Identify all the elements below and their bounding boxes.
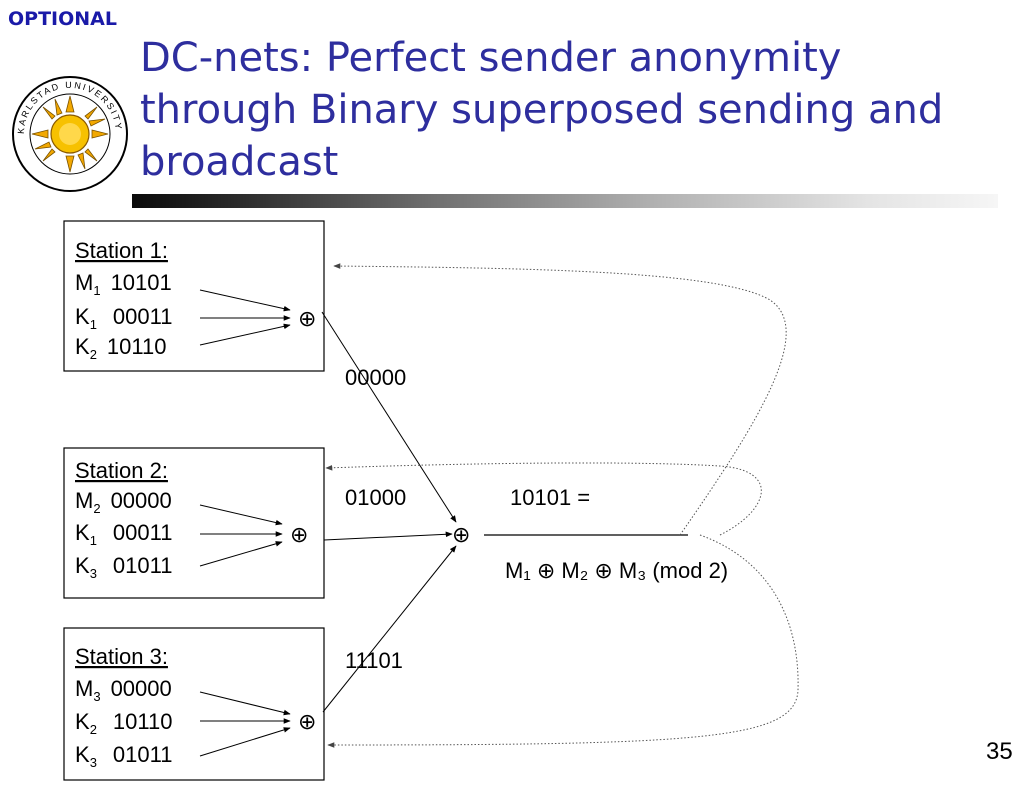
xor-1-symbol: ⊕ (298, 306, 316, 331)
station-2-title: Station 2: (75, 458, 168, 483)
broadcast-arrow-station-3 (327, 534, 799, 748)
title-line: DC-nets: Perfect sender anonymity (140, 35, 842, 81)
title-gradient-bar (132, 194, 998, 208)
xor-3-symbol: ⊕ (298, 709, 316, 734)
title-line: through Binary superposed sending and (140, 87, 944, 133)
optional-tag: OPTIONAL (8, 8, 117, 30)
slide-title: DC-nets: Perfect sender anonymity throug… (140, 32, 1020, 188)
university-logo: KARLSTAD UNIVERSITY (12, 76, 128, 192)
xor-2-symbol: ⊕ (290, 522, 308, 547)
result-value: 10101 = (510, 485, 590, 510)
station-3-box (63, 627, 325, 781)
xor-central-symbol: ⊕ (452, 522, 470, 547)
title-line: broadcast (140, 139, 339, 185)
station-1-output: 00000 (345, 365, 406, 390)
station-1-title: Station 1: (75, 238, 168, 263)
station-2-output: 01000 (345, 485, 406, 510)
station-3-output: 11101 (345, 648, 403, 673)
station-3-title: Station 3: (75, 644, 168, 669)
result-formula: M₁ ⊕ M₂ ⊕ M₃ (mod 2) (505, 558, 728, 583)
station-1-box (63, 220, 325, 372)
broadcast-arrow-station-2 (325, 462, 762, 536)
broadcast-arrow-station-1 (333, 263, 787, 536)
slide-number: 35 (986, 738, 1013, 765)
